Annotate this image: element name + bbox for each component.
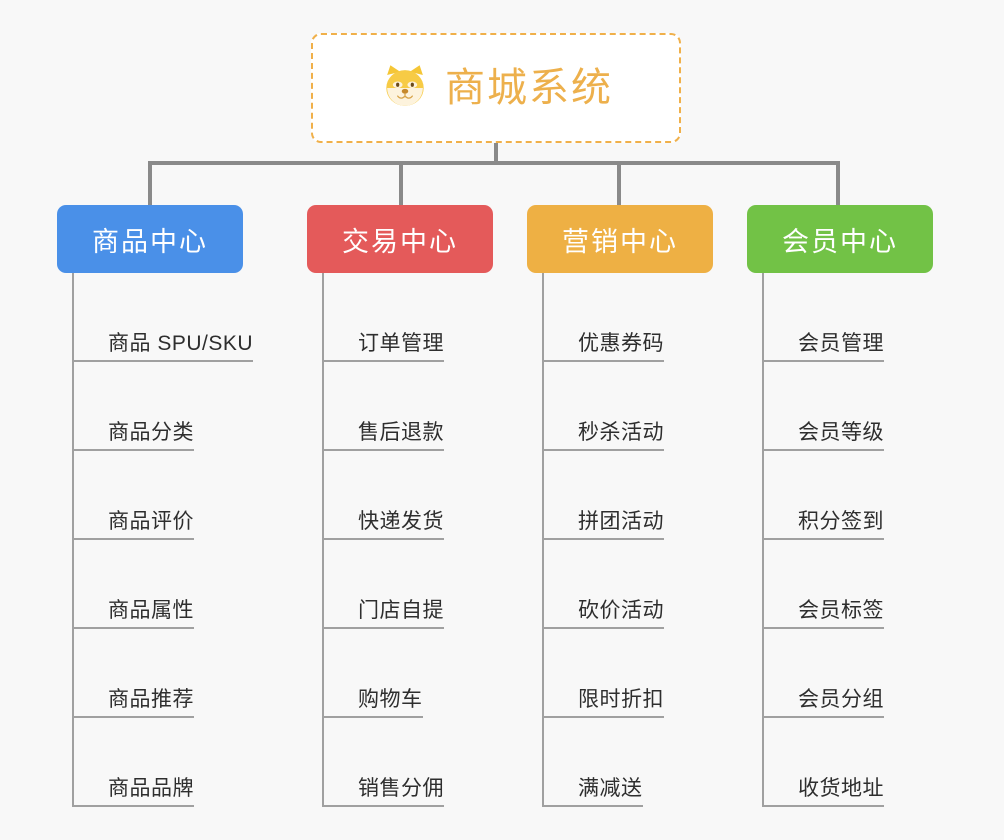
branch-header-trade-center[interactable]: 交易中心 xyxy=(307,205,493,273)
leaf-label: 售后退款 xyxy=(358,421,444,451)
leaf-label: 门店自提 xyxy=(358,599,444,629)
leaf-label: 满减送 xyxy=(578,777,643,807)
branch-header-label: 营销中心 xyxy=(562,226,678,257)
leaf-list-member-center: 会员管理 会员等级 积分签到 会员标签 会员分组 收货地址 xyxy=(762,273,977,807)
leaf-label: 订单管理 xyxy=(358,332,444,362)
leaf-item[interactable]: 购物车 xyxy=(324,629,537,718)
leaf-item[interactable]: 会员管理 xyxy=(764,273,977,362)
leaf-label: 快递发货 xyxy=(358,510,444,540)
leaf-label: 会员标签 xyxy=(798,599,884,629)
branch-header-label: 会员中心 xyxy=(782,226,898,257)
root-node[interactable]: 商城系统 xyxy=(311,33,681,143)
leaf-item[interactable]: 售后退款 xyxy=(324,362,537,451)
leaf-item[interactable]: 商品分类 xyxy=(74,362,287,451)
leaf-label: 会员等级 xyxy=(798,421,884,451)
branch-column-marketing-center: 营销中心 优惠券码 秒杀活动 拼团活动 砍价活动 限时折扣 满减送 xyxy=(527,205,757,807)
shiba-dog-icon xyxy=(386,65,424,106)
leaf-label: 会员分组 xyxy=(798,688,884,718)
leaf-label: 销售分佣 xyxy=(358,777,444,807)
leaf-item[interactable]: 收货地址 xyxy=(764,718,977,807)
leaf-label: 商品 SPU/SKU xyxy=(108,332,254,362)
leaf-label: 商品属性 xyxy=(108,599,194,629)
leaf-label: 秒杀活动 xyxy=(578,421,664,451)
leaf-list-trade-center: 订单管理 售后退款 快递发货 门店自提 购物车 销售分佣 xyxy=(322,273,537,807)
leaf-label: 商品分类 xyxy=(108,421,194,451)
leaf-label: 商品评价 xyxy=(108,510,194,540)
leaf-item[interactable]: 商品属性 xyxy=(74,540,287,629)
leaf-item[interactable]: 满减送 xyxy=(544,718,757,807)
branch-header-label: 交易中心 xyxy=(342,226,458,257)
branch-header-product-center[interactable]: 商品中心 xyxy=(57,205,243,273)
leaf-list-product-center: 商品 SPU/SKU 商品分类 商品评价 商品属性 商品推荐 商品品牌 xyxy=(72,273,287,807)
leaf-item[interactable]: 秒杀活动 xyxy=(544,362,757,451)
leaf-item[interactable]: 商品 SPU/SKU xyxy=(74,273,287,362)
leaf-item[interactable]: 拼团活动 xyxy=(544,451,757,540)
leaf-label: 砍价活动 xyxy=(578,599,664,629)
leaf-label: 购物车 xyxy=(358,688,423,718)
branch-header-marketing-center[interactable]: 营销中心 xyxy=(527,205,713,273)
leaf-item[interactable]: 订单管理 xyxy=(324,273,537,362)
branch-header-label: 商品中心 xyxy=(92,226,208,257)
leaf-item[interactable]: 销售分佣 xyxy=(324,718,537,807)
leaf-label: 优惠券码 xyxy=(578,332,664,362)
leaf-label: 限时折扣 xyxy=(578,688,664,718)
root-title: 商城系统 xyxy=(445,66,613,110)
leaf-label: 商品品牌 xyxy=(108,777,194,807)
leaf-item[interactable]: 限时折扣 xyxy=(544,629,757,718)
branch-header-member-center[interactable]: 会员中心 xyxy=(747,205,933,273)
leaf-label: 拼团活动 xyxy=(578,510,664,540)
leaf-item[interactable]: 优惠券码 xyxy=(544,273,757,362)
leaf-item[interactable]: 商品推荐 xyxy=(74,629,287,718)
leaf-list-marketing-center: 优惠券码 秒杀活动 拼团活动 砍价活动 限时折扣 满减送 xyxy=(542,273,757,807)
leaf-label: 会员管理 xyxy=(798,332,884,362)
leaf-item[interactable]: 会员等级 xyxy=(764,362,977,451)
leaf-item[interactable]: 商品品牌 xyxy=(74,718,287,807)
leaf-label: 收货地址 xyxy=(798,777,884,807)
leaf-item[interactable]: 商品评价 xyxy=(74,451,287,540)
branch-column-product-center: 商品中心 商品 SPU/SKU 商品分类 商品评价 商品属性 商品推荐 商品品牌 xyxy=(57,205,287,807)
leaf-item[interactable]: 快递发货 xyxy=(324,451,537,540)
branch-column-member-center: 会员中心 会员管理 会员等级 积分签到 会员标签 会员分组 收货地址 xyxy=(747,205,977,807)
leaf-item[interactable]: 会员标签 xyxy=(764,540,977,629)
branch-column-trade-center: 交易中心 订单管理 售后退款 快递发货 门店自提 购物车 销售分佣 xyxy=(307,205,537,807)
leaf-item[interactable]: 积分签到 xyxy=(764,451,977,540)
leaf-label: 积分签到 xyxy=(798,510,884,540)
leaf-item[interactable]: 门店自提 xyxy=(324,540,537,629)
leaf-item[interactable]: 会员分组 xyxy=(764,629,977,718)
leaf-label: 商品推荐 xyxy=(108,688,194,718)
leaf-item[interactable]: 砍价活动 xyxy=(544,540,757,629)
